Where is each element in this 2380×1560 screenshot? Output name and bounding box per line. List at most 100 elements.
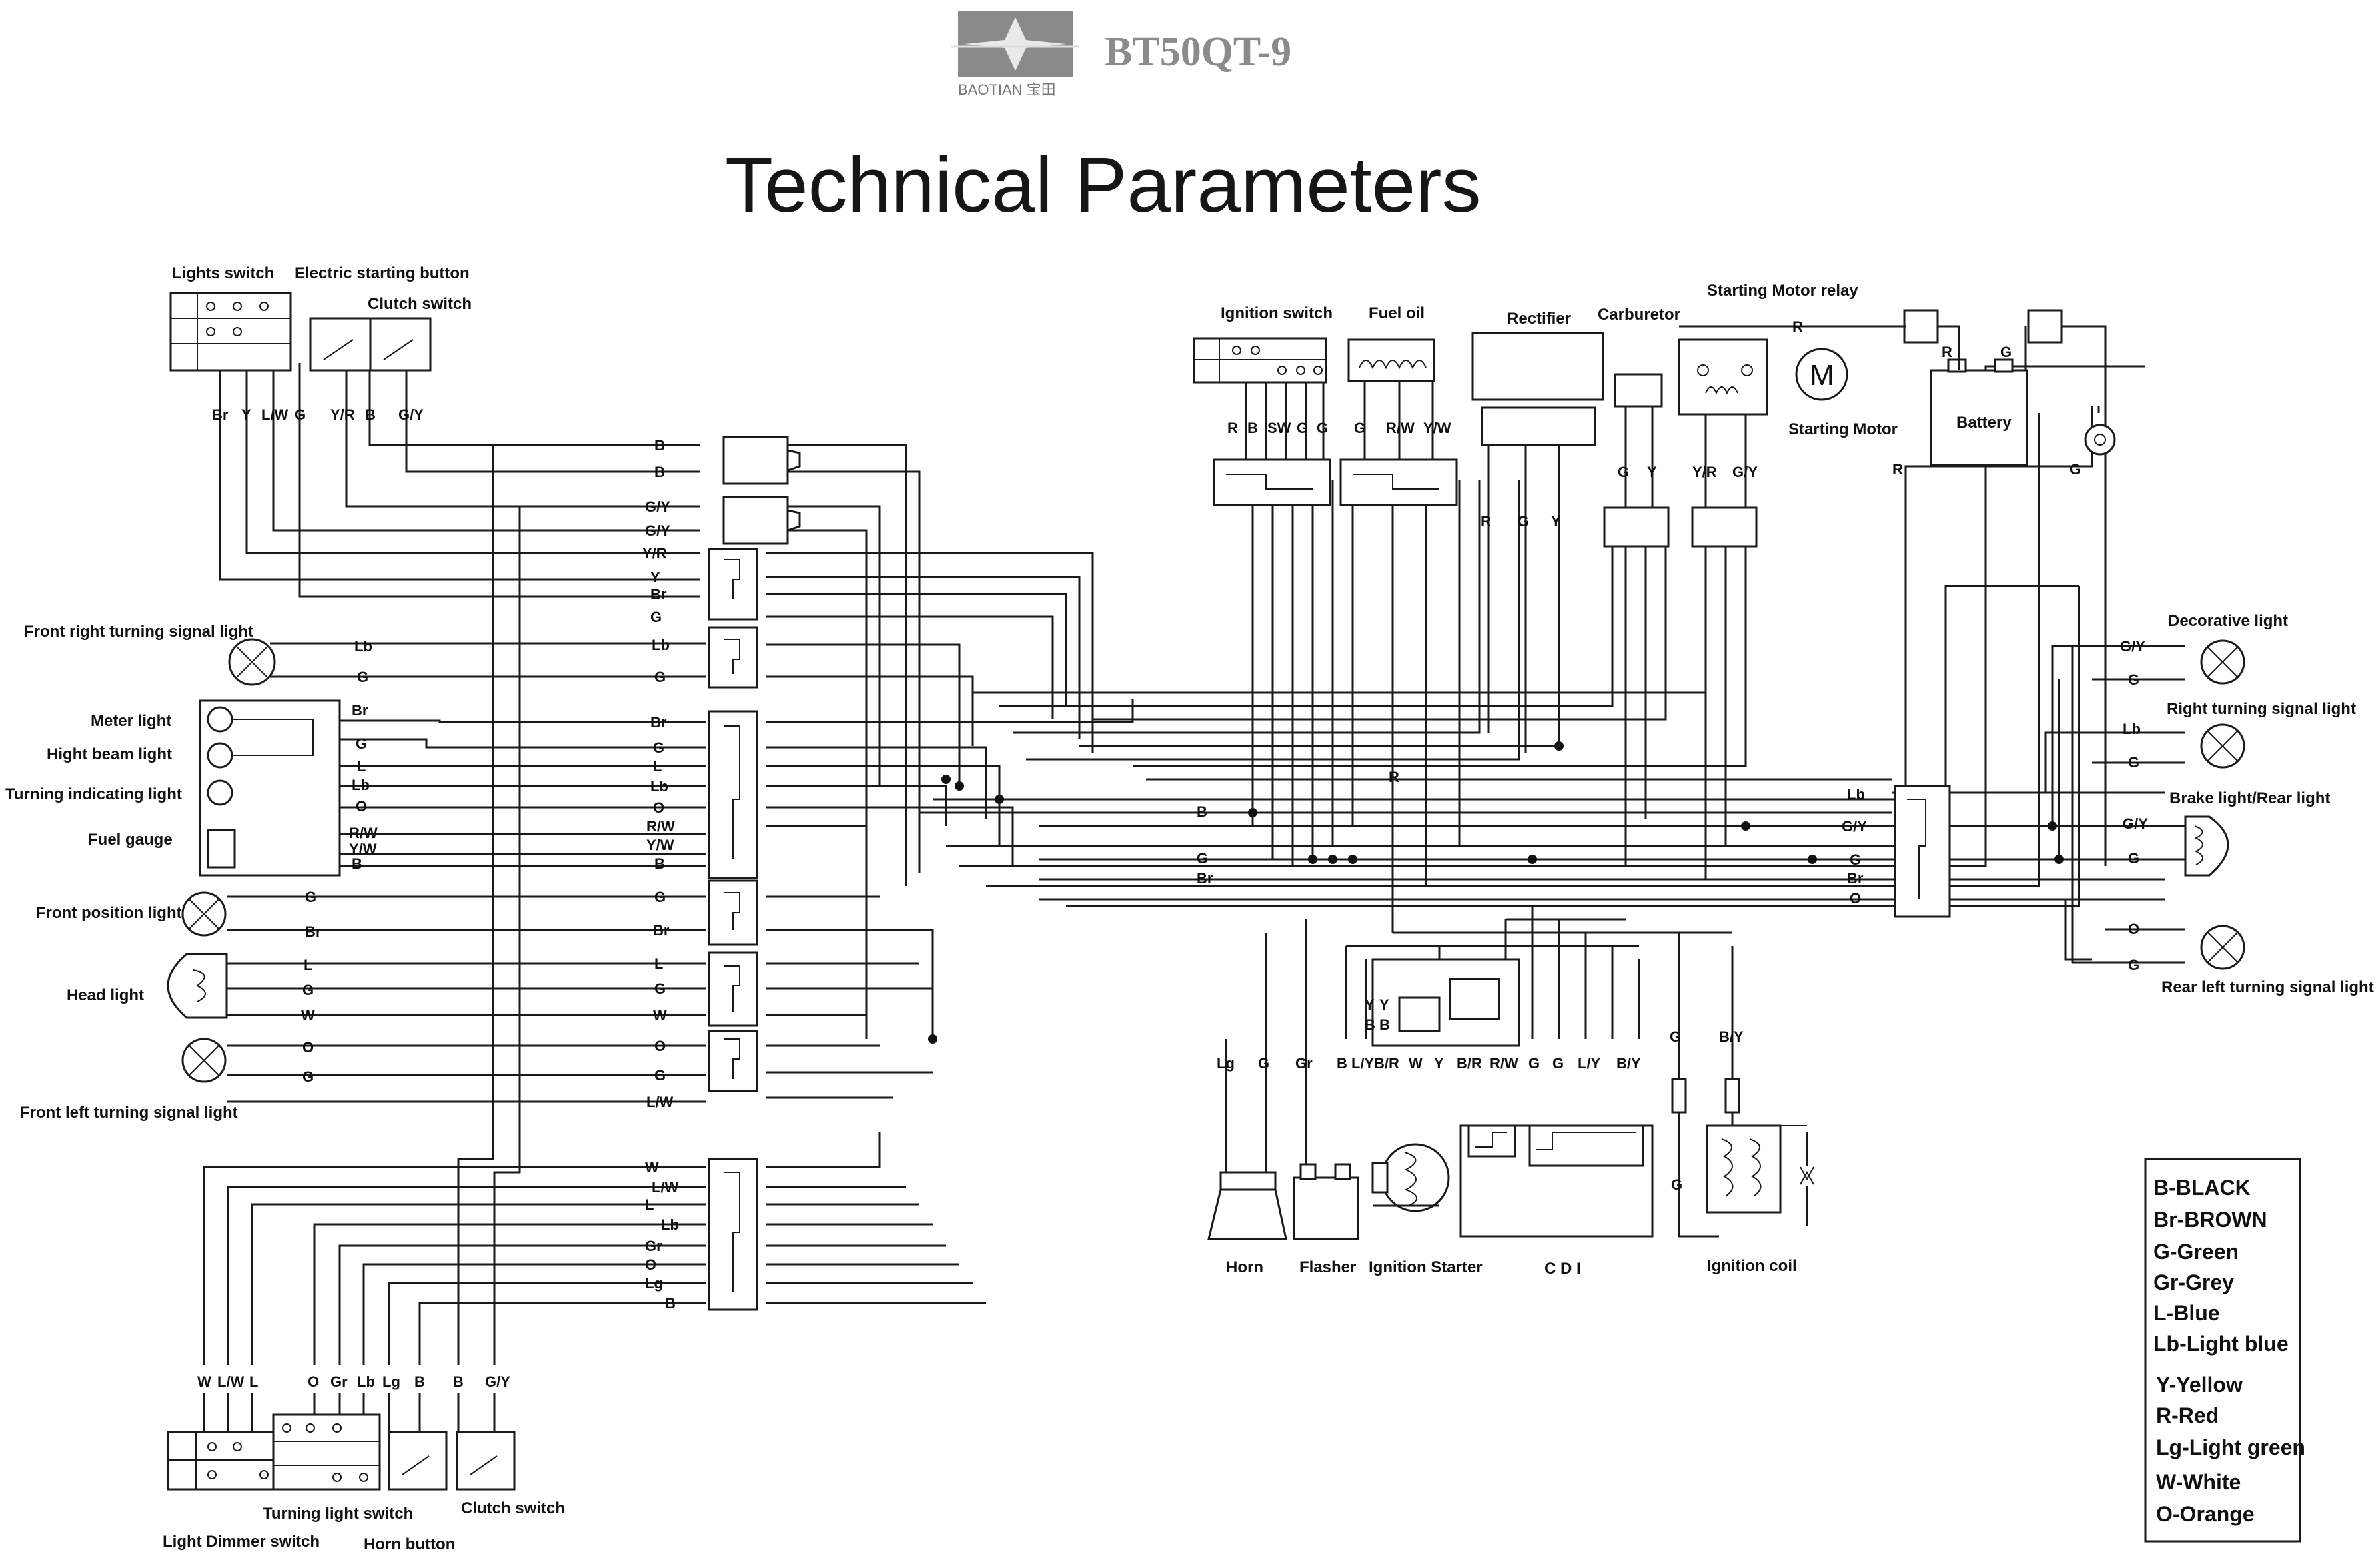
svg-text:Y: Y <box>241 406 251 423</box>
front-right-turning-signal-light <box>228 638 276 686</box>
svg-text:B/R: B/R <box>1457 1055 1482 1072</box>
svg-text:G: G <box>2128 754 2139 771</box>
right-turning-signal-label: Right turning signal light <box>2167 700 2356 718</box>
model-name: BT50QT-9 <box>1105 29 1291 75</box>
svg-text:G: G <box>654 1067 666 1084</box>
svg-text:W: W <box>1409 1055 1423 1072</box>
horn-label: Horn <box>1226 1258 1263 1276</box>
clutch-switch-bottom <box>456 1431 516 1491</box>
svg-text:B: B <box>414 1373 425 1390</box>
svg-text:G/Y: G/Y <box>398 406 424 423</box>
left-connectors <box>708 436 801 1311</box>
head-light-label: Head light <box>67 986 144 1004</box>
svg-text:G/Y: G/Y <box>2123 815 2148 832</box>
svg-text:Br: Br <box>650 714 667 731</box>
svg-text:W: W <box>653 1007 667 1024</box>
svg-text:G/Y: G/Y <box>1732 464 1758 480</box>
front-right-turning-signal-label: Front right turning signal light <box>24 623 253 641</box>
front-position-light <box>181 891 227 937</box>
svg-text:G: G <box>357 669 368 685</box>
right-turning-signal-light <box>2200 723 2245 769</box>
svg-text:G: G <box>1518 513 1529 530</box>
ignition-switch-label: Ignition switch <box>1221 304 1333 322</box>
svg-text:Lb: Lb <box>1847 786 1865 803</box>
svg-text:Y/R: Y/R <box>1692 464 1717 480</box>
svg-text:Lg: Lg <box>1217 1055 1235 1072</box>
svg-text:G: G <box>1297 420 1308 436</box>
left-connector-labels: B B G/Y G/Y Y/R Y Br G Lb G Br G L Lb O … <box>642 437 675 1110</box>
svg-text:G: G <box>295 406 306 423</box>
svg-text:Br: Br <box>212 406 229 423</box>
svg-text:G: G <box>1618 464 1629 480</box>
lights-switch-label: Lights switch <box>172 264 274 282</box>
svg-text:G: G <box>305 889 316 905</box>
legend-item: Gr-Grey <box>2153 1270 2234 1294</box>
svg-text:G: G <box>2128 671 2139 688</box>
svg-text:G: G <box>1671 1176 1682 1193</box>
starting-motor-relay <box>1678 338 1768 416</box>
svg-text:L/W: L/W <box>217 1373 245 1390</box>
svg-text:Lb: Lb <box>354 638 372 655</box>
fuses <box>1679 309 2116 866</box>
cdi-label: C D I <box>1544 1260 1581 1278</box>
svg-text:Br: Br <box>650 586 667 603</box>
lower-mid-wire-labels: Lg G Gr B L/Y B/R W Y B/R R/W G G L/Y B/… <box>1217 1055 1641 1072</box>
svg-text:G: G <box>2000 344 2012 360</box>
svg-text:Y/R: Y/R <box>330 406 355 423</box>
top-center-wire-labels: R B SW G G G R/W Y/W R G Y G Y Y/R G/Y <box>1227 420 1758 530</box>
svg-text:O: O <box>302 1039 314 1056</box>
hight-beam-light-label: Hight beam light <box>47 745 172 763</box>
clutch-switch-top-label: Clutch switch <box>368 295 472 313</box>
legend-item: B-BLACK <box>2153 1176 2251 1200</box>
horn-button-label: Horn button <box>364 1535 455 1553</box>
svg-text:R: R <box>1481 513 1491 530</box>
svg-text:R/W: R/W <box>646 818 675 835</box>
svg-text:R: R <box>1892 461 1903 478</box>
svg-text:Y/W: Y/W <box>1423 420 1451 436</box>
svg-text:R: R <box>1942 344 1952 360</box>
svg-text:B: B <box>1247 420 1258 436</box>
svg-text:R: R <box>1227 420 1238 436</box>
fuel-gauge-label: Fuel gauge <box>88 831 173 849</box>
horn <box>1207 1171 1287 1240</box>
meter-panel <box>199 699 341 877</box>
svg-text:B: B <box>654 464 665 480</box>
svg-text:G: G <box>2128 957 2139 973</box>
right-connector-labels: Lb G/Y G Br O <box>1842 786 1867 907</box>
rectifier-label: Rectifier <box>1507 310 1571 328</box>
svg-text:L/W: L/W <box>261 406 289 423</box>
svg-text:Lb: Lb <box>352 777 370 793</box>
svg-text:G: G <box>2128 850 2139 867</box>
starting-motor: M <box>1795 348 1848 401</box>
fuel-oil-sensor <box>1347 338 1435 382</box>
bus-label-br: Br <box>1197 870 1213 887</box>
svg-text:L/Y: L/Y <box>1578 1055 1601 1072</box>
light-dimmer-switch-label: Light Dimmer switch <box>163 1533 320 1551</box>
svg-text:G: G <box>1552 1055 1564 1072</box>
svg-text:B: B <box>453 1373 464 1390</box>
svg-text:W: W <box>645 1159 659 1176</box>
svg-text:O: O <box>356 798 367 815</box>
svg-text:R/W: R/W <box>349 825 378 841</box>
turning-indicating-light-label: Turning indicating light <box>5 785 182 803</box>
svg-text:G: G <box>302 982 314 998</box>
svg-text:Y: Y <box>650 569 660 585</box>
front-position-light-label: Front position light <box>36 904 182 922</box>
svg-text:G: G <box>1258 1055 1269 1072</box>
svg-text:B: B <box>1365 1016 1375 1033</box>
svg-text:G: G <box>302 1068 314 1085</box>
bus-label-r: R <box>1389 769 1399 785</box>
legend-item: Lb-Light blue <box>2153 1332 2289 1356</box>
battery-label: Battery <box>1956 414 2012 432</box>
ignition-starter <box>1371 1143 1450 1212</box>
svg-text:L: L <box>304 957 312 973</box>
svg-text:G: G <box>653 739 664 756</box>
ignition-switch <box>1193 337 1327 384</box>
svg-text:Lb: Lb <box>357 1373 375 1390</box>
legend-item: W-White <box>2156 1470 2241 1494</box>
svg-text:SW: SW <box>1267 420 1291 436</box>
carburetor-label: Carburetor <box>1598 306 1680 324</box>
svg-text:Y: Y <box>1434 1055 1444 1072</box>
starting-motor-label: Starting Motor <box>1788 420 1898 438</box>
